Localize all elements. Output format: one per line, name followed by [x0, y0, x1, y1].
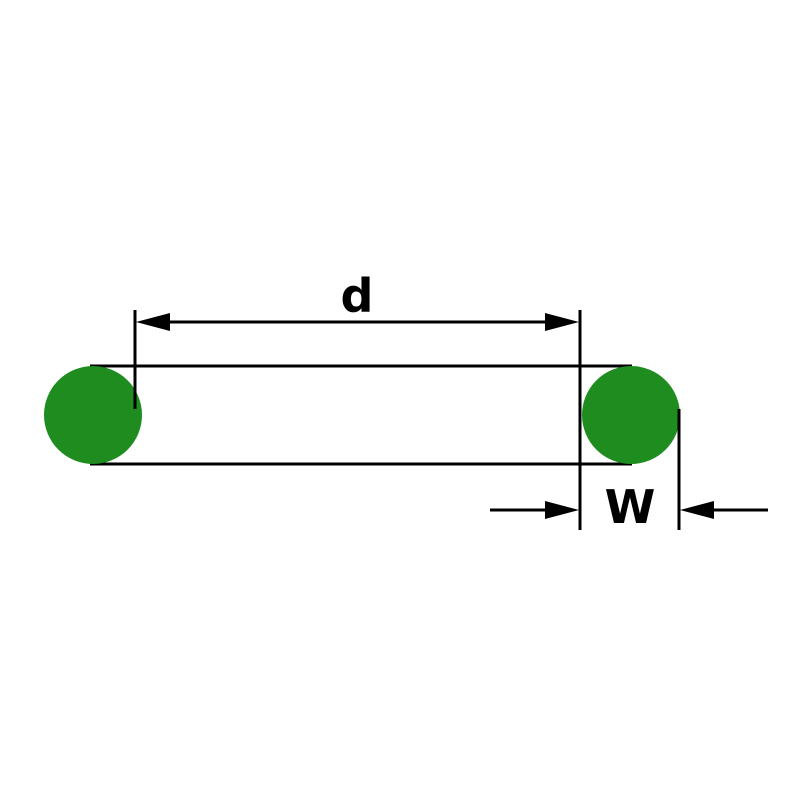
width-label: W [605, 480, 656, 534]
oring-right-cross-section-circle [582, 366, 680, 464]
width-left-arrowhead-icon [545, 501, 579, 519]
diameter-label: d [341, 269, 374, 323]
diameter-left-arrowhead-icon [136, 313, 170, 331]
oring-left-cross-section-circle [44, 366, 142, 464]
diameter-right-arrowhead-icon [545, 313, 579, 331]
width-right-arrowhead-icon [680, 501, 714, 519]
